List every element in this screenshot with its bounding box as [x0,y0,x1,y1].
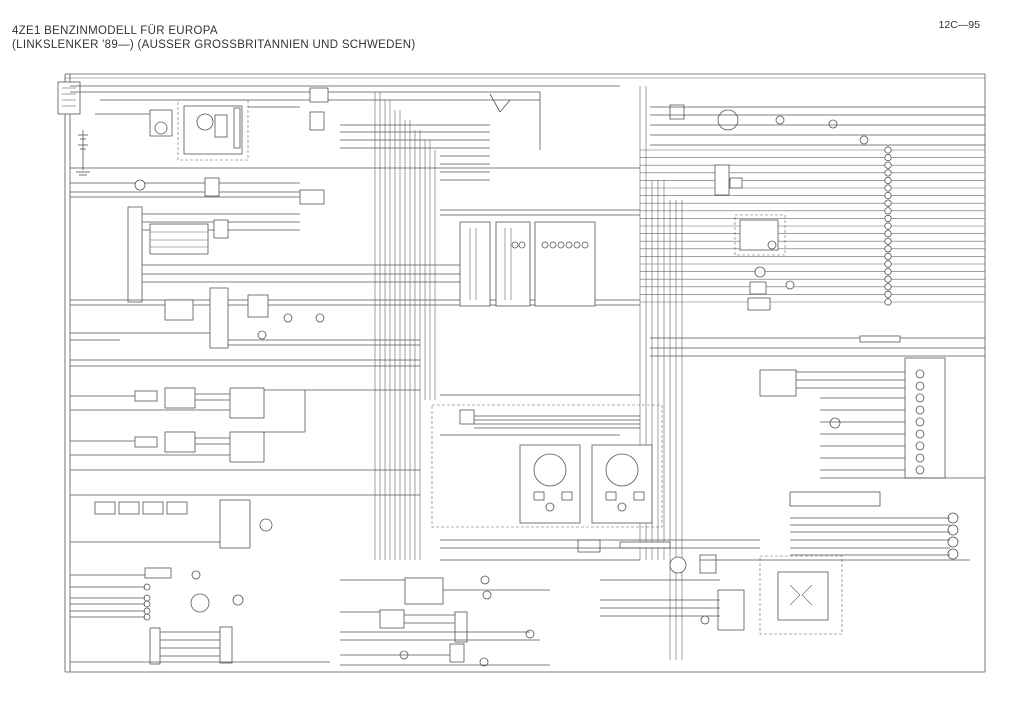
lamp-icon [884,283,892,291]
ignition-switch [57,81,81,115]
starter-motor [149,109,173,137]
instrument-cluster [440,209,640,307]
rear-lamp-section [700,491,970,635]
lamp-icon [884,176,892,184]
bottom-switches [340,575,550,667]
turn-signal-section [650,335,985,479]
lamp-icon [884,154,892,162]
temperature-gauge-section [70,287,420,367]
lamp-icon [884,161,892,169]
lamp-icon [884,260,892,268]
lamp-icon [884,169,892,177]
alternator [177,99,249,161]
diagram-title: 4ZE1 BENZINMODELL FÜR EUROPA (LINKSLENKE… [12,24,415,52]
frame-lines [64,73,986,673]
page-number: 12C—95 [938,19,980,31]
right-indicator-lamps [650,104,985,146]
lamp-icon [884,222,892,230]
lamp-icon [884,184,892,192]
relay-section [440,539,760,631]
lamp-list [640,146,985,306]
battery-symbol [76,130,90,176]
connector-box [714,164,795,311]
lamp-icon [884,237,892,245]
lamp-icon [884,214,892,222]
lamp-icon [884,252,892,260]
fuel-pump-relay [134,177,325,205]
lighting-section [70,567,330,665]
mirror-control-section [70,494,420,549]
lamp-icon [884,298,892,306]
headlight-leveling-section [70,387,420,471]
top-bus-lines [70,85,640,198]
lamp-icon [884,192,892,200]
title-line-2: (LINKSLENKER '89—) (AUSSER GROSSBRITANNI… [12,39,416,51]
lamp-icon [884,245,892,253]
lamp-icon [884,207,892,215]
lamp-icon [884,267,892,276]
lamp-icon [884,290,892,298]
lamp-icon [884,275,892,283]
vertical-trunk-lines [374,86,683,660]
lamp-icon [884,230,892,238]
title-line-1: 4ZE1 BENZINMODELL FÜR EUROPA [12,25,218,37]
combination-switch [309,87,541,181]
wiper-motor-section [431,394,663,528]
lamp-icon [884,146,892,154]
lamp-icon [884,199,892,207]
